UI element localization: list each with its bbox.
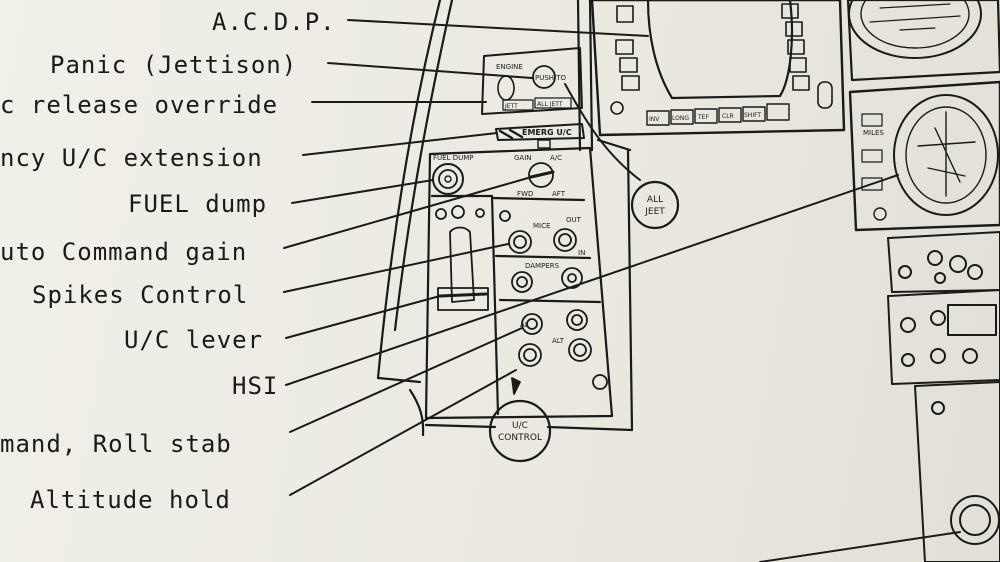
adp-button-clr: CLR bbox=[722, 113, 734, 120]
adp-button-inv: INV bbox=[649, 116, 660, 123]
label-mice: MICE bbox=[533, 222, 550, 230]
label-aft: AFT bbox=[552, 190, 566, 198]
jettison-panel bbox=[481, 47, 583, 115]
adp-button-long: LONG bbox=[672, 115, 689, 122]
label-gain: GAIN bbox=[514, 154, 532, 162]
callout-fuel-dump: FUEL dump bbox=[128, 190, 268, 218]
callout-panic-jettison: Panic (Jettison) bbox=[50, 51, 298, 79]
uc-lever-column bbox=[435, 205, 489, 311]
bubble-uc-control-line2: CONTROL bbox=[498, 433, 542, 443]
acdp-display bbox=[590, 0, 846, 137]
emerg-uc-strip bbox=[495, 123, 585, 149]
label-emerg-uc: EMERG U/C bbox=[522, 128, 572, 137]
callout-bubbles bbox=[488, 180, 680, 463]
label-engine: ENGINE bbox=[496, 63, 523, 71]
label-out: OUT bbox=[566, 216, 582, 224]
right-panels bbox=[887, 231, 1000, 562]
callout-auto-command-gain: uto Command gain bbox=[0, 238, 248, 266]
callout-emergency-uc: ncy U/C extension bbox=[0, 144, 263, 172]
adp-button-tef: TEF bbox=[697, 114, 709, 121]
label-ac: A/C bbox=[550, 154, 562, 162]
hsi-instrument bbox=[848, 80, 1000, 232]
label-jett: JETT bbox=[504, 103, 518, 110]
label-fwd: FWD bbox=[517, 190, 533, 198]
callout-acdp: A.C.D.P. bbox=[212, 8, 336, 36]
label-dampers: DAMPERS bbox=[525, 262, 560, 270]
callout-uc-lever: U/C lever bbox=[124, 326, 264, 354]
label-in: IN bbox=[578, 249, 585, 257]
callout-spikes-control: Spikes Control bbox=[32, 281, 249, 309]
callout-hsi: HSI bbox=[232, 372, 279, 400]
label-all-jett: ALL JETT bbox=[537, 101, 563, 108]
top-instrument bbox=[846, 0, 1000, 82]
bubble-all-jeet-line1: ALL bbox=[647, 195, 663, 205]
bubble-text: ALL JEET U/C CONTROL bbox=[498, 195, 665, 443]
callout-release-override: c release override bbox=[0, 91, 279, 119]
bubble-all-jeet-line2: JEET bbox=[644, 207, 665, 217]
callout-altitude-hold: Altitude hold bbox=[30, 486, 231, 514]
label-miles: MILES bbox=[863, 129, 884, 137]
main-console bbox=[424, 146, 614, 420]
console-knobs bbox=[499, 210, 608, 395]
label-push-to: PUSH TO bbox=[535, 74, 567, 82]
panel-labels: ENGINE PUSH TO JETT ALL JETT EMERG U/C F… bbox=[433, 63, 884, 345]
label-al: AL bbox=[520, 321, 529, 329]
fuel-gain-controls bbox=[432, 162, 555, 195]
callout-roll-stab: mand, Roll stab bbox=[0, 430, 232, 458]
adp-button-shift: SHIFT bbox=[744, 112, 761, 119]
label-fuel-dump: FUEL DUMP bbox=[433, 154, 473, 162]
bubble-uc-control-line1: U/C bbox=[512, 421, 528, 431]
label-alt: ALT bbox=[552, 337, 565, 345]
callout-leaders bbox=[283, 19, 961, 562]
